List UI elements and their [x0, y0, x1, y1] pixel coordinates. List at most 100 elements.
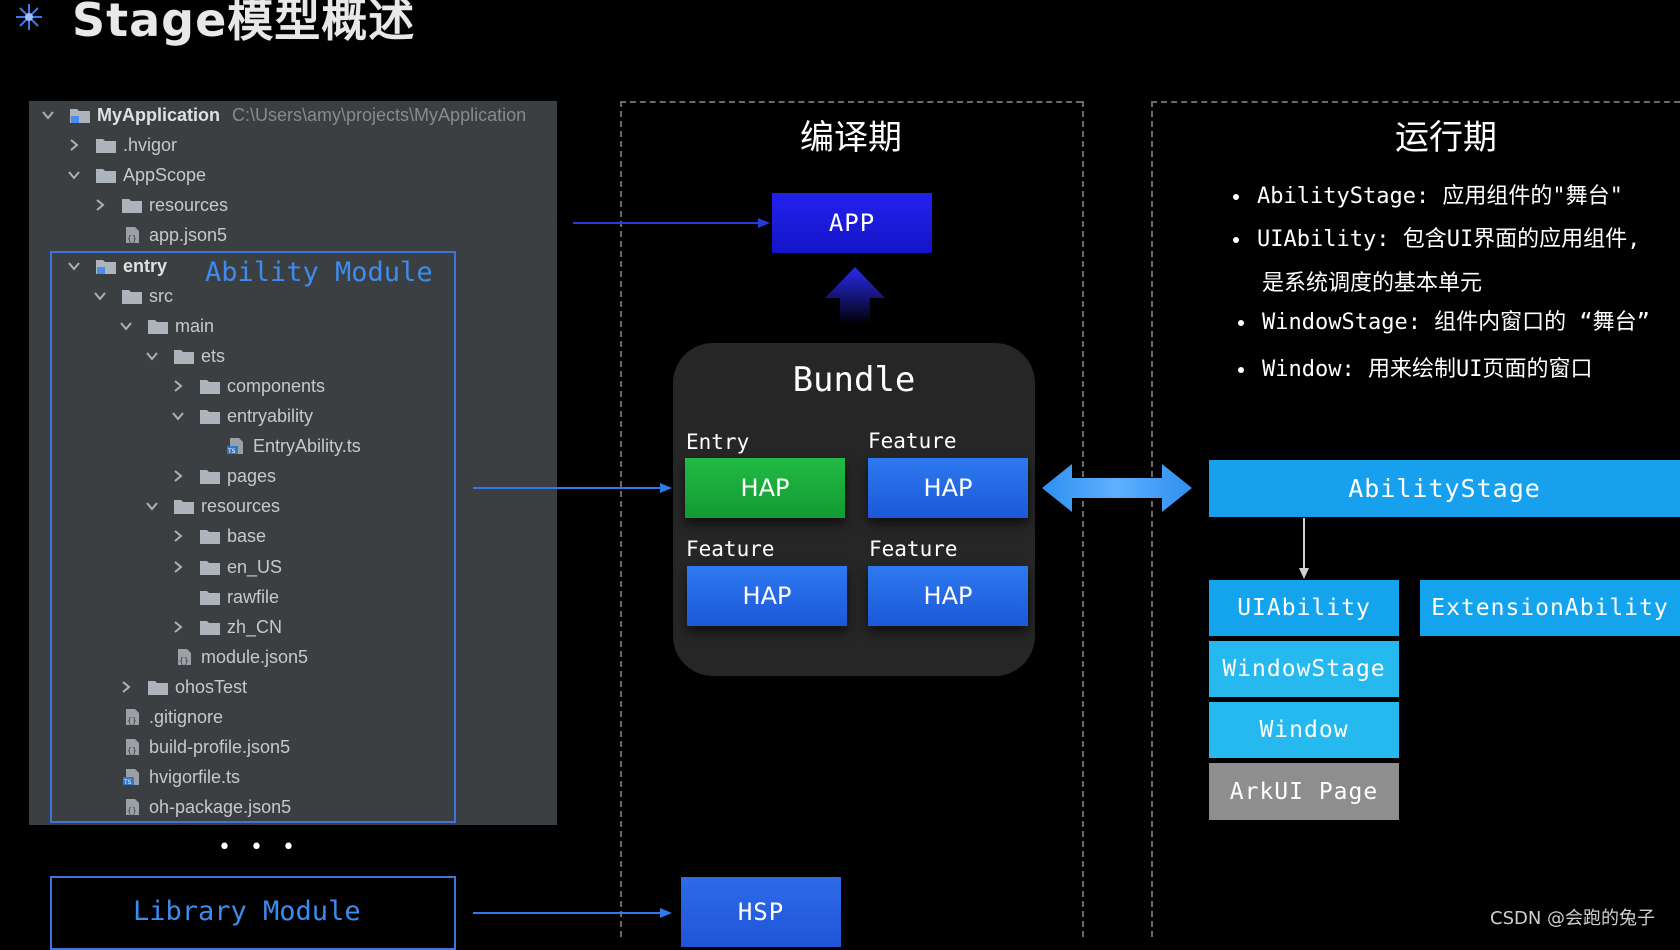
tree-row-label: entryability: [227, 405, 314, 426]
folder-icon: [173, 497, 195, 515]
chevron-right-icon[interactable]: [93, 198, 107, 212]
bullet-dot: [1233, 237, 1239, 243]
window-block: Window: [1209, 702, 1399, 758]
library-module-label: Library Module: [133, 896, 361, 927]
tree-row[interactable]: resources: [93, 191, 228, 219]
svg-text:TS: TS: [123, 779, 132, 786]
svg-text:{}: {}: [127, 234, 137, 243]
folder-icon: [199, 527, 221, 545]
tree-row[interactable]: resources: [145, 492, 280, 520]
chevron-right-icon[interactable]: [171, 620, 185, 634]
chevron-down-icon[interactable]: [119, 319, 133, 333]
tree-row[interactable]: {}build-profile.json5: [93, 733, 290, 761]
tree-row[interactable]: {}oh-package.json5: [93, 793, 291, 821]
tree-row-label: base: [227, 525, 267, 546]
watermark: CSDN @会跑的兔子: [1490, 908, 1656, 929]
window-stage-block: WindowStage: [1209, 641, 1399, 697]
tree-row[interactable]: entryability: [171, 402, 313, 430]
tree-row[interactable]: zh_CN: [171, 613, 282, 641]
json-file-icon: {}: [121, 798, 143, 816]
folder-icon: [199, 618, 221, 636]
chevron-down-icon[interactable]: [171, 409, 185, 423]
chevron-right-icon[interactable]: [171, 529, 185, 543]
svg-text:{}: {}: [127, 746, 137, 755]
folder-icon: [147, 317, 169, 335]
tree-row-label: en_US: [227, 556, 283, 577]
tree-row[interactable]: components: [171, 372, 325, 400]
project-path-hint: C:\Users\amy\projects\MyApplication: [232, 104, 527, 125]
tree-row-label: ohosTest: [175, 676, 248, 697]
folder-icon: [199, 377, 221, 395]
tree-row[interactable]: pages: [171, 462, 276, 490]
compile-period-title: 编译期: [800, 118, 902, 158]
folder-icon: [121, 196, 143, 214]
tree-row[interactable]: TS hvigorfile.ts: [93, 763, 240, 791]
tree-row[interactable]: main: [119, 312, 214, 340]
tree-row[interactable]: en_US: [171, 553, 282, 581]
hap-label-feature-2: Feature: [686, 537, 775, 561]
chevron-down-icon[interactable]: [67, 168, 81, 182]
hap-label-entry: Entry: [686, 430, 750, 454]
hsp-block: HSP: [681, 877, 841, 947]
arrow-bundle-to-app: [825, 267, 885, 325]
more-modules-ellipsis: • • •: [218, 835, 301, 860]
tree-row-label: hvigorfile.ts: [149, 766, 241, 787]
chevron-right-icon[interactable]: [171, 469, 185, 483]
bullet-dot: [1238, 320, 1244, 326]
folder-icon: [199, 407, 221, 425]
chevron-down-icon[interactable]: [41, 108, 55, 122]
ability-stage-block: AbilityStage: [1209, 460, 1680, 517]
chevron-down-icon[interactable]: [145, 349, 159, 363]
chevron-right-icon[interactable]: [171, 560, 185, 574]
tree-row[interactable]: entry: [67, 252, 167, 280]
tree-row[interactable]: AppScope: [67, 161, 206, 189]
tree-row-label: .hvigor: [123, 134, 178, 155]
extension-ability-block: ExtensionAbility: [1420, 580, 1680, 636]
chevron-spacer: [93, 228, 107, 242]
compile-section-left-border: [620, 101, 622, 937]
tree-row[interactable]: rawfile: [171, 583, 279, 611]
bullet-ability-stage: AbilityStage: 应用组件的"舞台": [1233, 178, 1623, 210]
entry-hap-block: HAP: [685, 458, 845, 518]
tree-row[interactable]: {}module.json5: [145, 643, 308, 671]
bullet-dot: [1238, 367, 1244, 373]
tree-row[interactable]: MyApplication C:\Users\amy\projects\MyApp…: [41, 101, 526, 129]
bullet-text: WindowStage: 组件内窗口的 “舞台”: [1262, 310, 1650, 335]
bullet-text: UIAbility: 包含UI界面的应用组件,: [1257, 227, 1641, 252]
chevron-down-icon[interactable]: [93, 289, 107, 303]
page-title: Stage模型概述: [72, 0, 416, 47]
hap-label-feature-3: Feature: [869, 537, 958, 561]
double-arrow-bundle-runtime: [1042, 464, 1192, 512]
tree-row-label: zh_CN: [227, 616, 283, 637]
tree-row-label: resources: [149, 194, 229, 215]
tree-row[interactable]: ohosTest: [119, 673, 247, 701]
chevron-down-icon[interactable]: [145, 499, 159, 513]
chevron-down-icon[interactable]: [67, 259, 81, 273]
folder-icon: [199, 467, 221, 485]
tree-row[interactable]: ets: [145, 342, 225, 370]
json-file-icon: {}: [121, 738, 143, 756]
tree-row[interactable]: .hvigor: [67, 131, 177, 159]
arrow-appscope-to-app: [573, 218, 770, 228]
ability-module-label: Ability Module: [205, 257, 433, 288]
tree-row-label: MyApplication: [97, 104, 221, 125]
chevron-right-icon[interactable]: [171, 379, 185, 393]
runtime-section-top-border: [1151, 101, 1680, 103]
tree-row-label: resources: [201, 495, 281, 516]
chevron-right-icon[interactable]: [67, 138, 81, 152]
tree-row[interactable]: base: [171, 522, 266, 550]
tree-row[interactable]: {}.gitignore: [93, 703, 223, 731]
compile-section-right-border: [1082, 101, 1084, 937]
ts-file-icon: TS: [225, 437, 247, 455]
tree-row[interactable]: {}app.json5: [93, 221, 227, 249]
tree-row[interactable]: src: [93, 282, 173, 310]
feature-hap-block-2: HAP: [687, 566, 847, 626]
chevron-right-icon[interactable]: [119, 680, 133, 694]
project-tree-panel: [29, 101, 557, 825]
module-folder-icon: [95, 257, 117, 275]
bullet-text: AbilityStage: 应用组件的"舞台": [1257, 184, 1623, 209]
json-file-icon: {}: [121, 708, 143, 726]
tree-row-label: module.json5: [201, 646, 309, 667]
tree-row-label: AppScope: [123, 164, 207, 185]
